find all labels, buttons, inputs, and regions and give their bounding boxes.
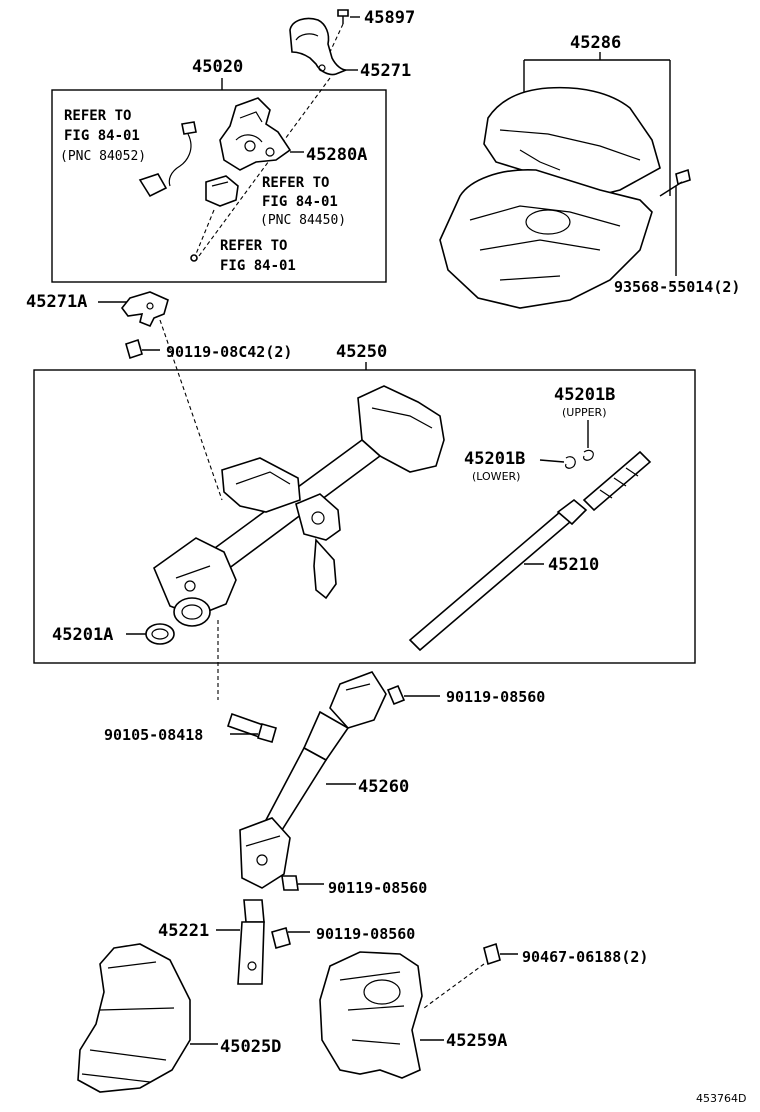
label-45260: 45260 xyxy=(358,777,409,797)
column-cover-45286 xyxy=(439,86,661,309)
snap-ring-lower xyxy=(565,456,576,469)
screw-45897 xyxy=(337,9,360,24)
label-45221: 45221 xyxy=(158,921,209,941)
bracket-45271a xyxy=(120,291,169,328)
label-90119-08c42: 90119-08C42(2) xyxy=(166,343,292,361)
refer-note-2-line3: (PNC 84450) xyxy=(260,213,346,228)
intermediate-shaft-45260 xyxy=(239,671,387,889)
group-box-45250 xyxy=(33,369,696,664)
label-90119-08560-c: 90119-08560 xyxy=(316,925,415,943)
bolt-90105-08418 xyxy=(226,712,277,743)
label-45020: 45020 xyxy=(192,57,243,77)
label-90105-08418: 90105-08418 xyxy=(104,726,203,744)
label-45280a: 45280A xyxy=(306,145,367,165)
yoke-shaft-45221 xyxy=(237,899,265,985)
bolt-90119-08560-a xyxy=(386,684,440,706)
label-45201a: 45201A xyxy=(52,625,113,645)
refer-note-1-line1: REFER TO xyxy=(64,108,131,124)
refer-note-1-line2: FIG 84-01 xyxy=(64,128,140,144)
snap-ring-upper xyxy=(583,449,594,461)
label-45259a: 45259A xyxy=(446,1031,507,1051)
label-45210: 45210 xyxy=(548,555,599,575)
bolt-90119-08560-b xyxy=(281,875,324,891)
refer-note-3-line2: FIG 84-01 xyxy=(220,258,296,274)
note-upper: (UPPER) xyxy=(562,406,607,419)
label-45201b-lower: 45201B xyxy=(464,449,525,469)
refer-note-1-line3: (PNC 84052) xyxy=(60,149,146,164)
bolt-90119-08c42 xyxy=(125,338,160,360)
wire-harness-part xyxy=(138,121,197,198)
label-93568: 93568-55014(2) xyxy=(614,278,740,296)
group-box-45020 xyxy=(51,89,387,283)
label-90119-08560-a: 90119-08560 xyxy=(446,688,545,706)
label-45286: 45286 xyxy=(570,33,621,53)
refer-note-2-line1: REFER TO xyxy=(262,175,329,191)
main-shaft-45210 xyxy=(408,450,652,652)
boot-45025d xyxy=(77,943,191,1093)
key-cylinder-housing-45280a xyxy=(219,97,292,171)
label-90467: 90467-06188(2) xyxy=(522,948,648,966)
label-45201b-upper: 45201B xyxy=(554,385,615,405)
label-45250: 45250 xyxy=(336,342,387,362)
column-tube-45250 xyxy=(153,385,445,627)
refer-note-2-line2: FIG 84-01 xyxy=(262,194,338,210)
label-90119-08560-b: 90119-08560 xyxy=(328,879,427,897)
label-45271: 45271 xyxy=(360,61,411,81)
note-lower: (LOWER) xyxy=(472,470,520,483)
cover-plate-45259a xyxy=(319,951,423,1079)
label-45025d: 45025D xyxy=(220,1037,281,1057)
label-45897: 45897 xyxy=(364,8,415,28)
bushing-45201a xyxy=(145,623,175,645)
label-45271a: 45271A xyxy=(26,292,87,312)
clip-90467 xyxy=(483,942,518,966)
figure-id: 453764D xyxy=(696,1092,746,1105)
screw-93568 xyxy=(659,168,691,197)
switch-part xyxy=(205,175,239,207)
bolt-90119-08560-c xyxy=(271,927,310,949)
refer-note-3-line1: REFER TO xyxy=(220,238,287,254)
clamp-45271 xyxy=(289,17,347,76)
